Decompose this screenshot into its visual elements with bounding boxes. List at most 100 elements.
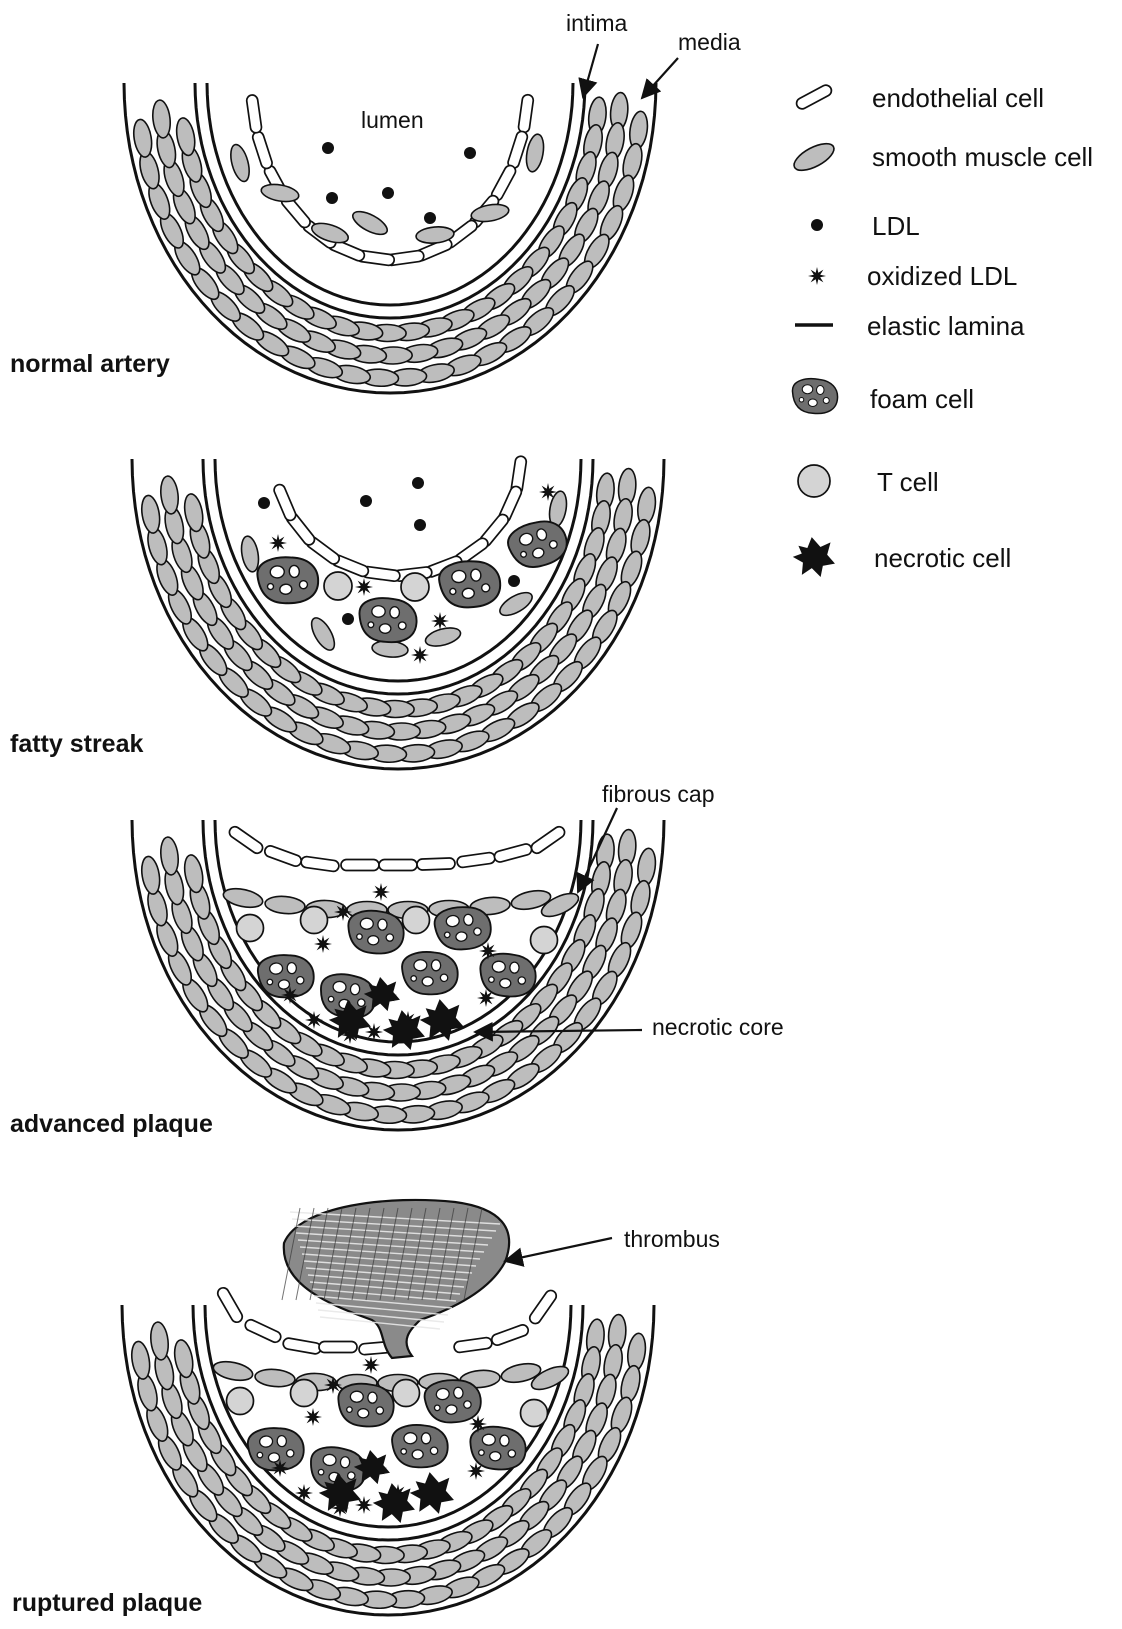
ldl-particle <box>360 495 372 507</box>
ldl-particle <box>258 497 270 509</box>
intima-label: intima <box>566 10 628 36</box>
thrombus-arrow <box>505 1238 612 1261</box>
foam-cell <box>348 911 403 954</box>
smooth-muscle-cell <box>307 614 339 653</box>
thrombus-label: thrombus <box>624 1226 720 1252</box>
endothelial-cell <box>518 94 534 133</box>
oxidized-ldl <box>355 578 373 596</box>
oxidized-ldl <box>469 1415 487 1433</box>
smooth-muscle-cell <box>790 138 838 175</box>
endothelial-cell <box>453 1337 492 1353</box>
legend-label-t-cell: T cell <box>877 467 939 497</box>
oxidized-ldl <box>362 1356 380 1374</box>
legend-label-smooth-muscle: smooth muscle cell <box>872 142 1093 172</box>
media-arrow <box>642 58 678 98</box>
legend-label-endothelial: endothelial cell <box>872 83 1044 113</box>
foam-cell <box>792 379 837 414</box>
necrotic-cell-icon <box>794 538 834 576</box>
foam-cell <box>504 514 573 575</box>
smooth-muscle-cell <box>470 202 510 224</box>
ldl-particle <box>414 519 426 531</box>
ldl-particle <box>382 187 394 199</box>
legend-item-ldl: LDL <box>811 211 920 241</box>
oxidized-ldl <box>467 1462 485 1480</box>
endothelial-cell <box>246 94 262 133</box>
legend-item-oxidized-ldl: oxidized LDL <box>808 261 1017 291</box>
smooth-muscle-cell <box>182 492 206 532</box>
endothelial-cell <box>272 483 297 522</box>
thrombus <box>282 1200 509 1358</box>
oxidized-ldl <box>372 883 390 901</box>
legend-item-necrotic-cell: necrotic cell <box>794 538 1011 576</box>
legend: endothelial cell smooth muscle cell LDL … <box>790 83 1093 576</box>
smooth-muscle-cell <box>139 494 162 534</box>
smooth-muscle-cell <box>149 1321 170 1361</box>
smooth-muscle-cell <box>151 99 172 139</box>
foam-cell <box>480 954 535 997</box>
ldl-particle <box>508 575 520 587</box>
endothelial-cell <box>341 860 379 871</box>
legend-item-elastic-lamina: elastic lamina <box>795 311 1025 341</box>
stage-label-fatty-streak: fatty streak <box>10 730 143 758</box>
endothelial-cell <box>227 825 264 856</box>
smooth-muscle-cell <box>227 143 252 184</box>
thrombus-body <box>284 1200 509 1358</box>
oxidized-ldl <box>431 612 449 630</box>
smooth-muscle-cell <box>264 895 305 915</box>
smooth-muscle-cell <box>129 1340 152 1380</box>
endothelial-cell <box>528 1288 559 1325</box>
foam-cell-icon <box>792 379 837 414</box>
oxidized-ldl <box>477 989 495 1007</box>
smooth-muscle-cell <box>174 116 198 156</box>
endothelial-cell <box>507 130 529 170</box>
panel-fatty-streak <box>132 456 664 769</box>
foam-cell <box>391 1423 448 1469</box>
endothelial-cell <box>243 1318 282 1344</box>
legend-label-necrotic-cell: necrotic cell <box>874 543 1011 573</box>
endothelial-cell <box>319 1342 357 1353</box>
oxidized-ldl <box>295 1484 313 1502</box>
foam-cell <box>359 598 416 642</box>
stage-label-normal-artery: normal artery <box>10 350 170 378</box>
t-cell <box>227 1388 254 1415</box>
oxidized-ldl <box>479 942 497 960</box>
t-cell <box>403 907 430 934</box>
ldl-particle <box>412 477 424 489</box>
smooth-muscle-cell <box>172 1338 196 1378</box>
endothelial-cell <box>251 130 273 170</box>
fibrous-cap-label: fibrous cap <box>602 781 715 807</box>
ldl-particle <box>811 219 823 231</box>
ldl-particle <box>464 147 476 159</box>
smooth-muscle-cell <box>254 1368 295 1388</box>
oxidized-ldl <box>324 1376 342 1394</box>
t-cell <box>393 1380 420 1407</box>
t-cell <box>531 927 558 954</box>
necrotic-cell <box>411 1473 453 1513</box>
legend-label-oxidized-ldl: oxidized LDL <box>867 261 1017 291</box>
foam-cell <box>401 950 458 996</box>
oxidized-ldl <box>334 903 352 921</box>
legend-label-foam-cell: foam cell <box>870 384 974 414</box>
t-cell-icon <box>798 465 830 497</box>
endothelial-cell <box>490 1323 529 1346</box>
stage-label-ruptured-plaque: ruptured plaque <box>12 1589 202 1617</box>
smooth-muscle-cell-icon <box>790 138 838 175</box>
foam-cell <box>256 554 320 605</box>
t-cell <box>521 1400 548 1427</box>
necrotic-cell <box>421 1000 463 1040</box>
oxidized-ldl <box>271 1459 289 1477</box>
oxidized-ldl <box>539 483 557 501</box>
smooth-muscle-cell <box>260 182 300 204</box>
endothelial-cell <box>529 825 566 856</box>
necrotic-core-label: necrotic core <box>652 1014 784 1040</box>
oxidized-ldl <box>314 935 332 953</box>
ldl-dot-icon <box>811 219 823 231</box>
ldl-particle <box>322 142 334 154</box>
oxidized-ldl <box>281 986 299 1004</box>
t-cell <box>324 572 352 600</box>
legend-label-elastic-lamina: elastic lamina <box>867 311 1025 341</box>
endothelial-cell <box>493 843 533 863</box>
smooth-muscle-cell <box>159 475 180 515</box>
t-cell <box>291 1380 318 1407</box>
ldl-particle <box>424 212 436 224</box>
